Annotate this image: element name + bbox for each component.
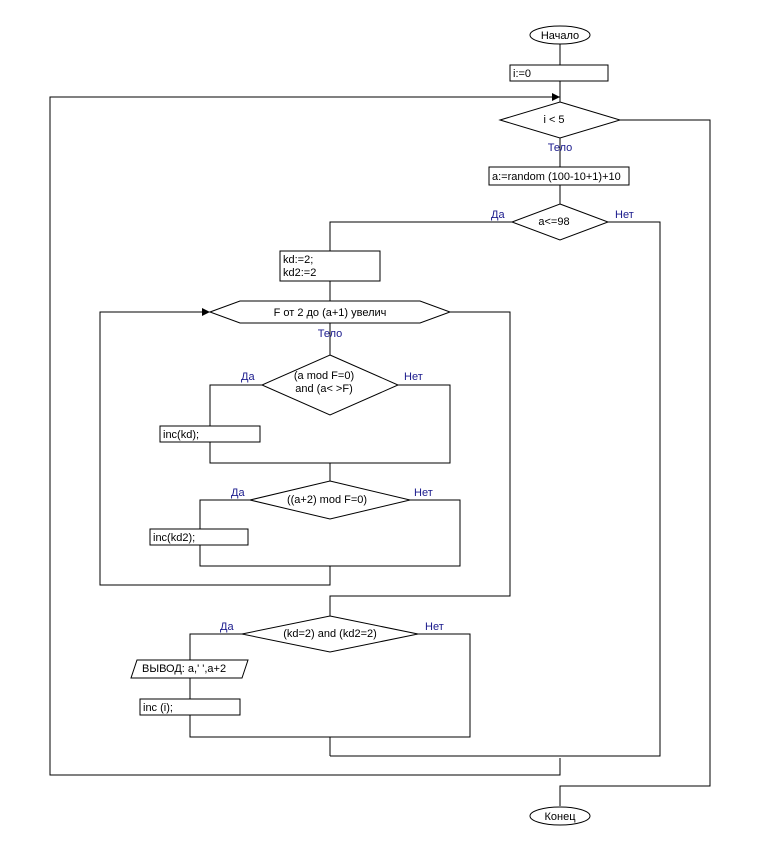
cond-mod-no-label: Нет bbox=[404, 371, 423, 383]
output-io: ВЫВОД: a,' ',a+2 bbox=[130, 659, 249, 679]
cond-mod2-decision: ((a+2) mod F=0) bbox=[249, 480, 411, 520]
connector-for-loopback bbox=[99, 311, 331, 586]
cond-both-no-label: Нет bbox=[425, 621, 444, 633]
cond-a-yes-label: Да bbox=[491, 209, 505, 221]
init-kd-process: kd:=2; kd2:=2 bbox=[279, 250, 381, 282]
connector-both-branches bbox=[189, 633, 471, 738]
end-terminal: Конец bbox=[529, 806, 591, 826]
while-body-label: Тело bbox=[548, 142, 573, 154]
connector-while-loopback bbox=[49, 96, 561, 776]
init-kd-line1: kd:=2; bbox=[283, 254, 313, 266]
connector-cond-a-no bbox=[330, 221, 661, 757]
end-label: Конец bbox=[544, 811, 576, 823]
connector-cond-a-yes bbox=[329, 221, 512, 251]
cond-mod2-label: ((a+2) mod F=0) bbox=[287, 494, 367, 506]
cond-both-yes-label: Да bbox=[220, 621, 234, 633]
inc-kd2-label: inc(kd2); bbox=[153, 532, 195, 544]
connector-while-exit bbox=[559, 119, 711, 806]
inc-i-process: inc (i); bbox=[139, 698, 241, 716]
cond-mod2-yes-label: Да bbox=[231, 487, 245, 499]
assign-a-process: a:=random (100-10+1)+10 bbox=[488, 166, 630, 186]
cond-mod-line2: and (a< >F) bbox=[295, 383, 352, 395]
cond-a-decision: a<=98 bbox=[510, 203, 610, 241]
for-body-label: Тело bbox=[318, 328, 343, 340]
inc-kd-process: inc(kd); bbox=[159, 425, 261, 443]
init-i-process: i:=0 bbox=[509, 64, 609, 82]
inc-kd-label: inc(kd); bbox=[163, 429, 199, 441]
for-loop-shape: F от 2 до (a+1) увелич bbox=[208, 300, 452, 324]
connectors bbox=[49, 43, 711, 806]
cond-a-label: a<=98 bbox=[538, 216, 569, 228]
for-loop-label: F от 2 до (a+1) увелич bbox=[274, 307, 387, 319]
start-label: Начало bbox=[541, 30, 579, 42]
cond-mod-yes-label: Да bbox=[241, 371, 255, 383]
cond-both-decision: (kd=2) and (kd2=2) bbox=[241, 615, 419, 653]
while-condition-label: i < 5 bbox=[543, 114, 564, 126]
inc-kd2-process: inc(kd2); bbox=[149, 528, 249, 546]
assign-a-label: a:=random (100-10+1)+10 bbox=[492, 171, 621, 183]
cond-a-no-label: Нет bbox=[615, 209, 634, 221]
output-label: ВЫВОД: a,' ',a+2 bbox=[142, 663, 226, 675]
arrow-for-loopback bbox=[202, 308, 210, 316]
arrow-while-loopback bbox=[552, 93, 560, 101]
cond-mod2-no-label: Нет bbox=[414, 487, 433, 499]
cond-mod-decision: (a mod F=0) and (a< >F) bbox=[260, 354, 400, 416]
while-loop-decision: i < 5 bbox=[498, 101, 622, 139]
init-i-label: i:=0 bbox=[513, 68, 531, 80]
connector-for-exit bbox=[329, 311, 511, 616]
inc-i-label: inc (i); bbox=[143, 702, 173, 714]
start-terminal: Начало bbox=[529, 25, 591, 45]
init-kd-line2: kd2:=2 bbox=[283, 267, 316, 279]
cond-mod-line1: (a mod F=0) bbox=[294, 370, 354, 382]
cond-both-label: (kd=2) and (kd2=2) bbox=[283, 628, 377, 640]
